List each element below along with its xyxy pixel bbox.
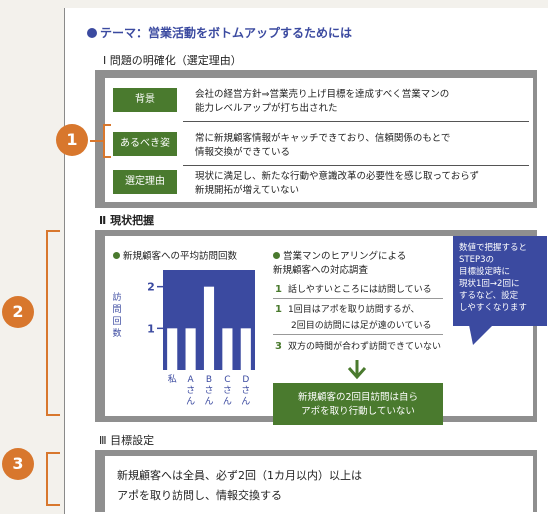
interview-item-continued: 2回目の訪問には足が遠のいている xyxy=(291,318,431,331)
item-number: 1 xyxy=(275,284,282,295)
bar xyxy=(167,328,178,370)
x-tick-label: さ xyxy=(204,385,213,396)
y-axis-label: 数 xyxy=(112,327,121,339)
bar xyxy=(203,286,215,370)
x-tick-label: さ xyxy=(223,385,232,396)
theme-title-text: テーマ：営業活動をボトムアップするためには xyxy=(100,26,353,40)
y-axis-label: 問 xyxy=(112,304,121,315)
divider xyxy=(273,334,443,335)
reason-text-1: 現状に満足し、新たな行動や意識改革の必要性を感じ取っておらず xyxy=(195,171,480,182)
bullet-icon xyxy=(113,252,120,259)
chart-heading-text: 新規顧客への平均訪問回数 xyxy=(123,251,238,262)
y-axis-label: 訪 xyxy=(112,291,121,303)
item-number: 1 xyxy=(275,304,282,315)
badge-1: 1 xyxy=(56,124,88,156)
label-reason: 選定理由 xyxy=(113,170,177,194)
divider xyxy=(183,121,529,122)
section3-heading: Ⅲ 目標設定 xyxy=(99,434,155,447)
x-tick-label: ん xyxy=(204,396,213,406)
goal-line2: アポを取り訪問し、情報交換する xyxy=(117,489,282,502)
divider xyxy=(183,165,529,166)
document-page: テーマ：営業活動をボトムアップするためには Ⅰ 問題の明確化（選定理由） 背景 … xyxy=(64,8,548,514)
bullet-icon xyxy=(87,28,97,38)
interview-heading: 営業マンのヒアリングによる xyxy=(273,248,406,262)
x-tick-label: B xyxy=(206,375,212,385)
item-text: 双方の時間が合わず訪問できていない xyxy=(287,342,441,352)
reason-text-2: 新規開拓が増えていない xyxy=(195,185,300,196)
x-tick-label: ん xyxy=(223,396,232,406)
callout-line: 目標設定時に xyxy=(459,267,511,277)
interview-heading-line2: 新規顧客への対応調査 xyxy=(273,265,369,276)
callout-line: STEP3の xyxy=(459,255,494,265)
result-box: 新規顧客の2回目訪問は自ら アポを取り行動していない xyxy=(273,383,443,425)
divider xyxy=(273,298,443,299)
callout-line: 数値で把握すると xyxy=(459,243,528,253)
callout-line: しやすくなります xyxy=(459,303,527,313)
result-line1: 新規顧客の2回目訪問は自ら xyxy=(297,392,419,403)
label-background: 背景 xyxy=(113,88,177,112)
result-line2: アポを取り行動していない xyxy=(301,406,415,417)
x-tick-label: D xyxy=(242,375,249,385)
ideal-state-text-2: 情報交換ができている xyxy=(195,147,291,158)
callout-note: 数値で把握すると STEP3の 目標設定時に 現状1回→2回に するなど、設定 … xyxy=(453,236,547,326)
background-text-1: 会社の経営方針⇒営業売り上げ目標を達成すべく営業マンの xyxy=(195,89,450,100)
bar xyxy=(240,328,251,370)
bracket-2 xyxy=(46,230,60,416)
section3-panel xyxy=(105,456,533,512)
bar xyxy=(185,328,196,370)
badge-2: 2 xyxy=(2,296,34,328)
x-tick-label: ん xyxy=(241,396,250,406)
x-tick-label: ん xyxy=(186,396,195,406)
interview-item: 1 1回目はアポを取り訪問するが、 xyxy=(275,302,420,315)
y-tick-label: 1 xyxy=(147,322,155,335)
label-ideal-state: あるべき姿 xyxy=(113,132,177,156)
theme-title: テーマ：営業活動をボトムアップするためには xyxy=(87,24,352,41)
chart-heading: 新規顧客への平均訪問回数 xyxy=(113,248,237,262)
x-tick-label: A xyxy=(188,375,195,385)
item-number: 3 xyxy=(275,341,282,352)
connector-1 xyxy=(90,140,105,142)
x-tick-label: さ xyxy=(186,385,195,396)
x-tick-label: C xyxy=(224,375,230,385)
x-tick-label: さ xyxy=(241,385,250,396)
y-axis-label: 回 xyxy=(112,316,121,327)
interview-item: 3 双方の時間が合わず訪問できていない xyxy=(275,339,441,352)
callout-line: するなど、設定 xyxy=(459,291,519,301)
section1-heading: Ⅰ 問題の明確化（選定理由） xyxy=(103,54,242,67)
callout-pointer xyxy=(469,325,493,345)
interview-item: 1 話しやすいところには訪問している xyxy=(275,282,432,295)
badge-3: 3 xyxy=(2,448,34,480)
goal-line1: 新規顧客へは全員、必ず2回（1カ月以内）以上は xyxy=(117,469,362,482)
background-text-2: 能力レベルアップが打ち出された xyxy=(195,103,338,114)
x-tick-label: 私 xyxy=(168,374,177,385)
bar xyxy=(222,328,233,370)
down-arrow-icon xyxy=(347,360,367,380)
item-text: 1回目はアポを取り訪問するが、 xyxy=(287,305,420,315)
item-text: 話しやすいところには訪問している xyxy=(287,285,432,295)
section2-heading: Ⅱ 現状把握 xyxy=(99,214,155,227)
bullet-icon xyxy=(273,252,280,259)
callout-line: 現状1回→2回に xyxy=(459,279,520,289)
item-text: 2回目の訪問には足が遠のいている xyxy=(291,321,432,331)
interview-heading-line1: 営業マンのヒアリングによる xyxy=(283,251,407,262)
ideal-state-text-1: 常に新規顧客情報がキャッチできており、信頼関係のもとで xyxy=(195,133,451,144)
y-tick-label: 2 xyxy=(147,281,155,294)
bracket-3 xyxy=(46,452,60,506)
